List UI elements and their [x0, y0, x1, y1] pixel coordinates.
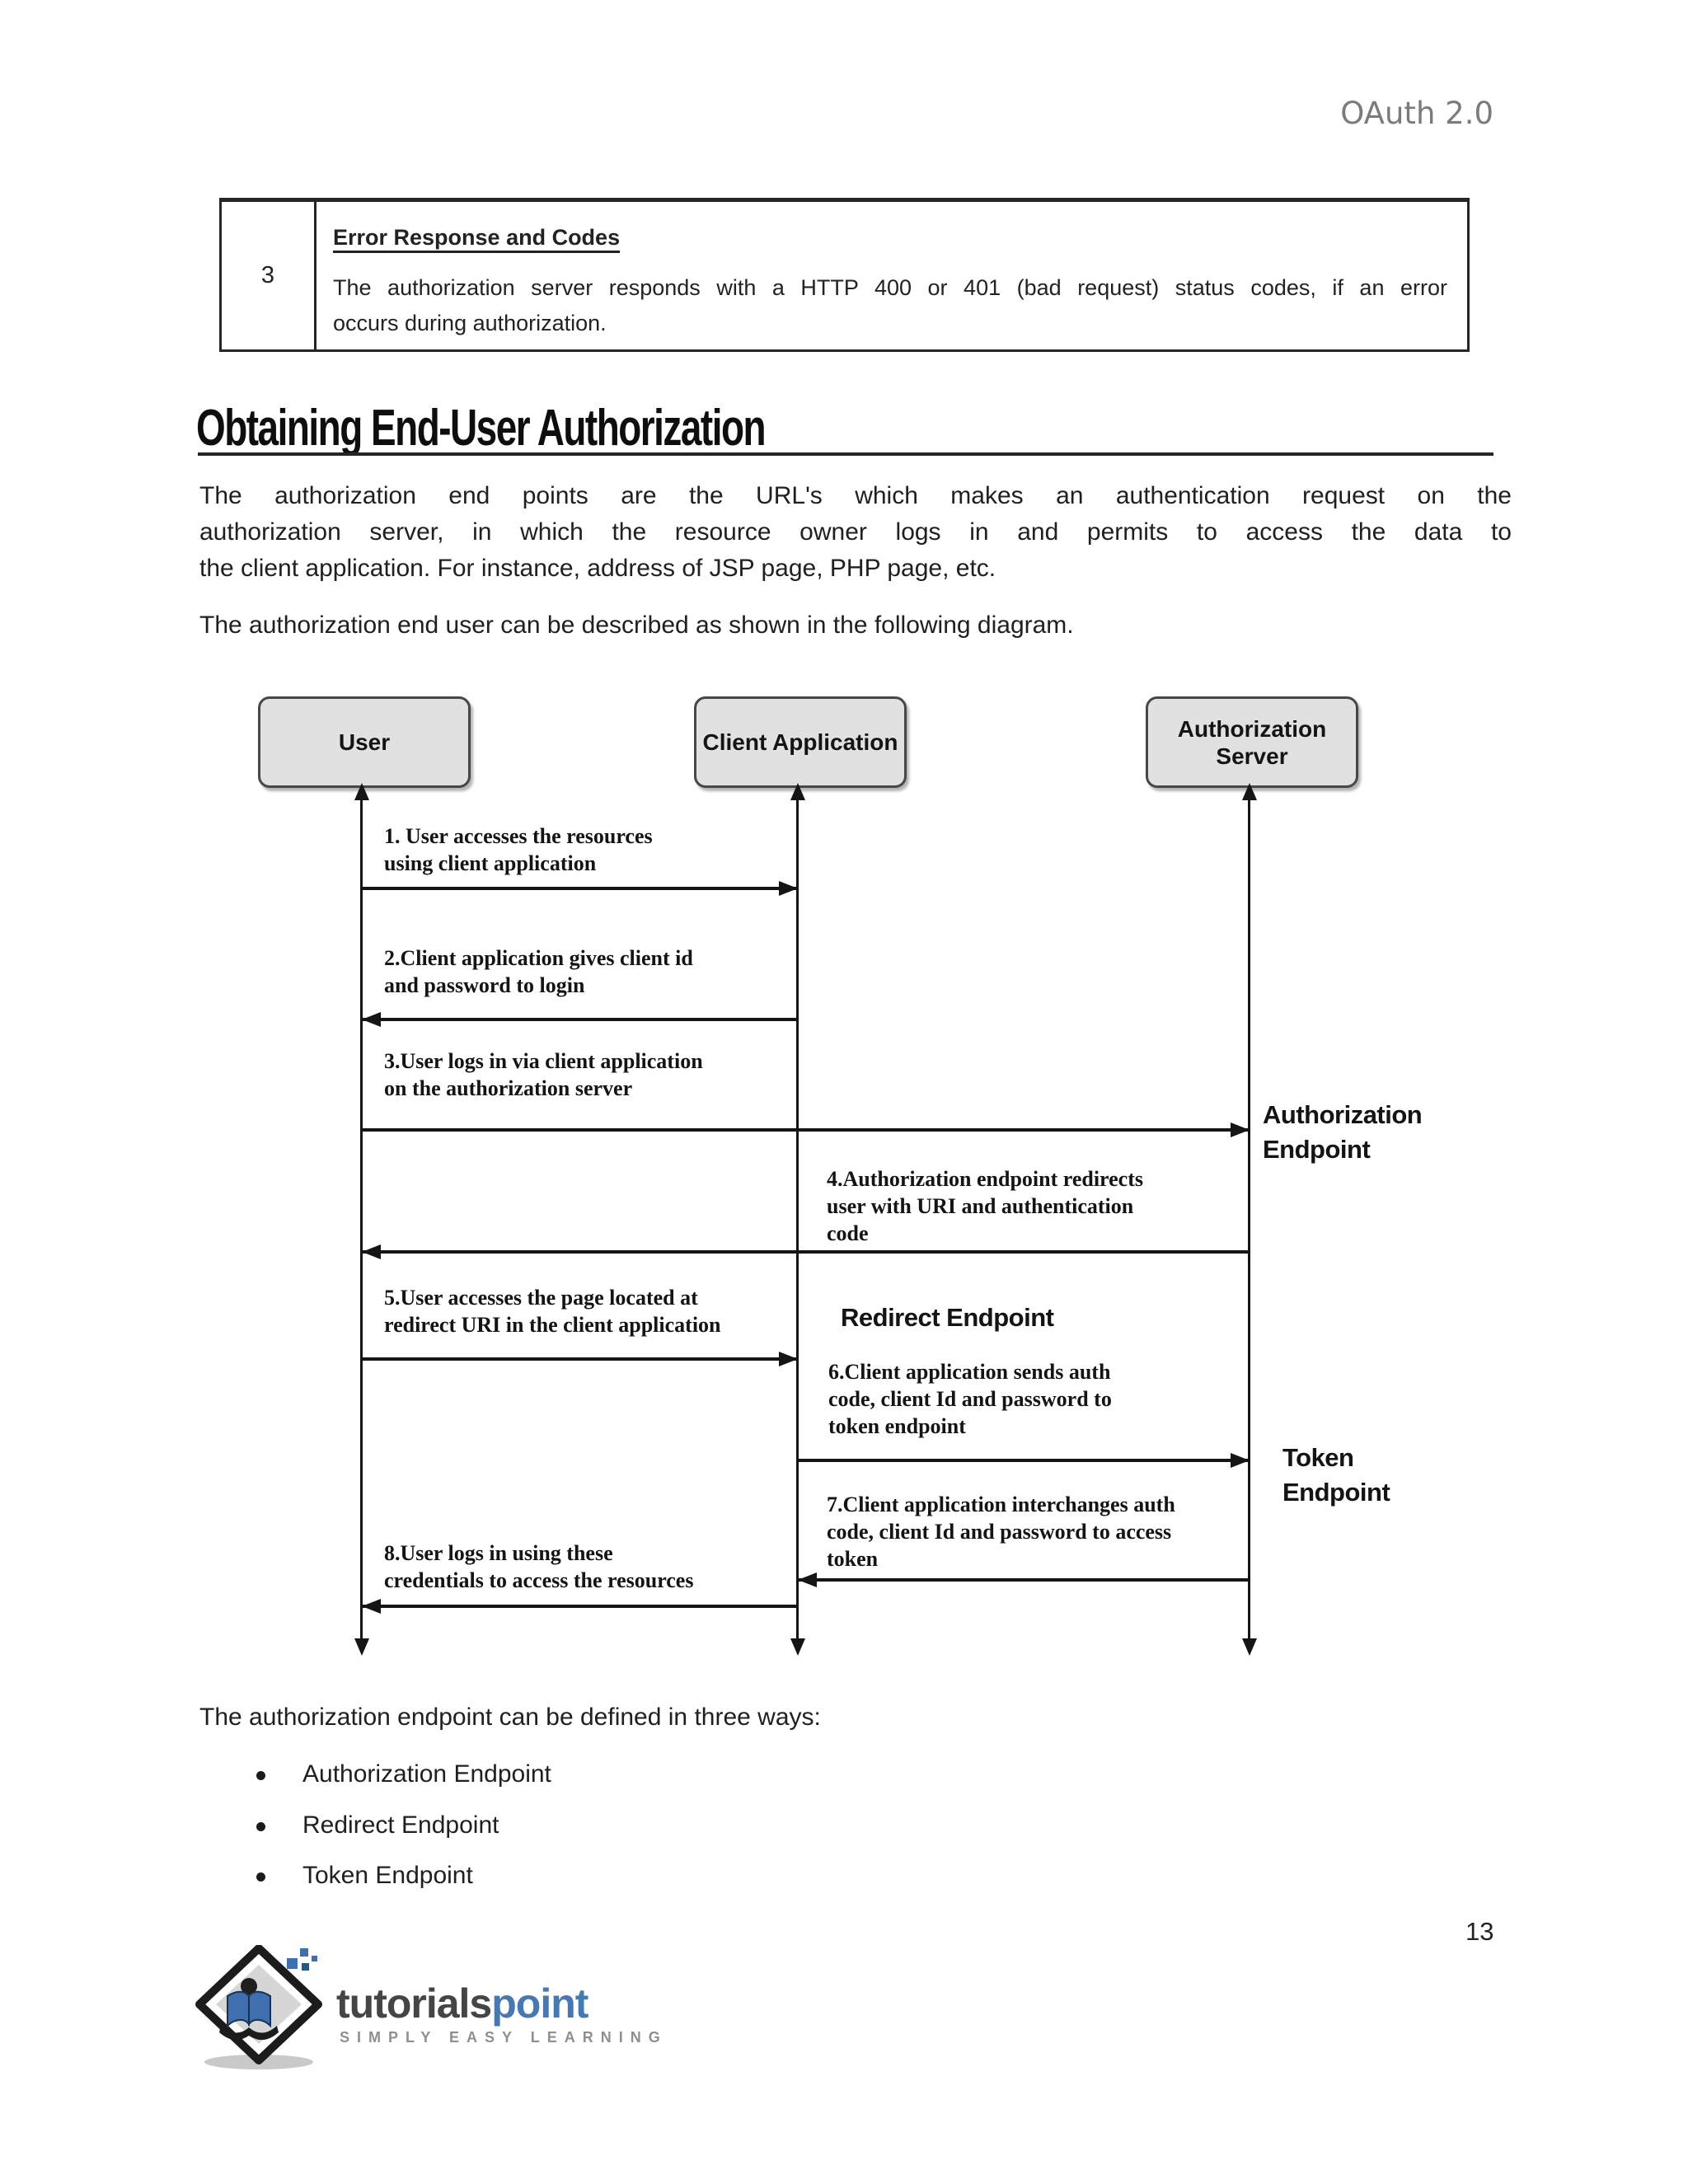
table-row-title: Error Response and Codes — [333, 225, 621, 250]
heading-rule — [198, 452, 1493, 456]
message-4-arrowhead-icon — [362, 1244, 381, 1259]
page-number: 13 — [1465, 1917, 1494, 1946]
section-heading: Obtaining End-User Authorization — [196, 400, 767, 457]
message-8-arrowhead-icon — [362, 1599, 381, 1614]
paragraph-diagram-intro: The authorization end user can be descri… — [199, 612, 1074, 639]
bullet-item-authorization-endpoint: Authorization Endpoint — [302, 1760, 551, 1788]
token-endpoint-label: Token Endpoint — [1282, 1443, 1390, 1507]
lifeline-user — [360, 798, 363, 1640]
lifeline-user-top-arrow-icon — [354, 783, 369, 800]
message-6-arrowhead-icon — [1231, 1453, 1250, 1468]
message-8-label: 8.User logs in using these credentials t… — [384, 1541, 694, 1592]
lifeline-client-bottom-arrow-icon — [790, 1638, 805, 1656]
actor-box-client-application: Client Application — [694, 696, 907, 788]
brand-wordmark: tutorialspoint — [336, 1980, 588, 2027]
message-8-arrow — [362, 1605, 798, 1608]
message-5-arrow — [362, 1357, 798, 1361]
message-2-arrowhead-icon — [362, 1012, 381, 1027]
bullet-icon — [256, 1822, 265, 1831]
message-2-arrow — [362, 1018, 798, 1021]
message-1-arrow — [362, 887, 798, 890]
paragraph-line: The authorization end points are the URL… — [199, 482, 1512, 509]
message-4-label: 4.Authorization endpoint redirects user … — [827, 1167, 1143, 1245]
table-row-content: Error Response and Codes The authorizati… — [316, 202, 1467, 349]
message-7-label: 7.Client application interchanges auth c… — [827, 1493, 1175, 1571]
paragraph-line: authorization server, in which the resou… — [199, 518, 1512, 546]
bullet-icon — [256, 1771, 265, 1780]
page-header-title: OAuth 2.0 — [1340, 96, 1493, 131]
brand-tagline: SIMPLY EASY LEARNING — [340, 2029, 668, 2046]
message-1-label: 1. User accesses the resources using cli… — [384, 824, 653, 875]
authorization-endpoint-label: Authorization Endpoint — [1263, 1100, 1423, 1164]
bullet-item-redirect-endpoint: Redirect Endpoint — [302, 1811, 499, 1839]
message-5-label: 5.User accesses the page located at redi… — [384, 1286, 721, 1337]
brand-primary: tutorials — [336, 1980, 492, 2027]
message-7-arrowhead-icon — [798, 1572, 817, 1587]
lifeline-client-application — [796, 798, 799, 1640]
message-1-arrowhead-icon — [779, 881, 798, 896]
closing-lead: The authorization endpoint can be define… — [199, 1704, 821, 1731]
table-body-line: The authorization server responds with a… — [333, 275, 1447, 300]
lifeline-auth-bottom-arrow-icon — [1242, 1638, 1257, 1656]
actor-box-user: User — [258, 696, 471, 788]
bullet-item-token-endpoint: Token Endpoint — [302, 1862, 473, 1889]
paragraph-authorization-endpoints: The authorization end points are the URL… — [199, 478, 1512, 587]
brand-secondary: point — [491, 1980, 588, 2027]
lifeline-user-bottom-arrow-icon — [354, 1638, 369, 1656]
message-3-arrow — [362, 1128, 1250, 1132]
message-6-label: 6.Client application sends auth code, cl… — [828, 1360, 1112, 1438]
table-body-line: occurs during authorization. — [333, 311, 607, 335]
tutorialspoint-logo-icon — [195, 1945, 322, 2069]
table-row-number: 3 — [222, 202, 316, 349]
paragraph-line: the client application. For instance, ad… — [199, 555, 996, 582]
error-codes-table: 3 Error Response and Codes The authoriza… — [219, 198, 1470, 352]
lifeline-auth-top-arrow-icon — [1242, 783, 1257, 800]
lifeline-authorization-server — [1248, 798, 1250, 1640]
message-2-label: 2.Client application gives client id and… — [384, 946, 693, 997]
lifeline-client-top-arrow-icon — [790, 783, 805, 800]
message-5-arrowhead-icon — [779, 1352, 798, 1366]
message-3-arrowhead-icon — [1231, 1122, 1250, 1137]
message-6-arrow — [798, 1459, 1250, 1462]
actor-box-authorization-server: Authorization Server — [1146, 696, 1358, 788]
redirect-endpoint-label: Redirect Endpoint — [841, 1303, 1054, 1332]
table-row-body: The authorization server responds with a… — [333, 270, 1447, 341]
message-4-arrow — [362, 1250, 1250, 1254]
bullet-icon — [256, 1872, 265, 1882]
message-7-arrow — [798, 1578, 1250, 1582]
message-3-label: 3.User logs in via client application on… — [384, 1049, 703, 1100]
